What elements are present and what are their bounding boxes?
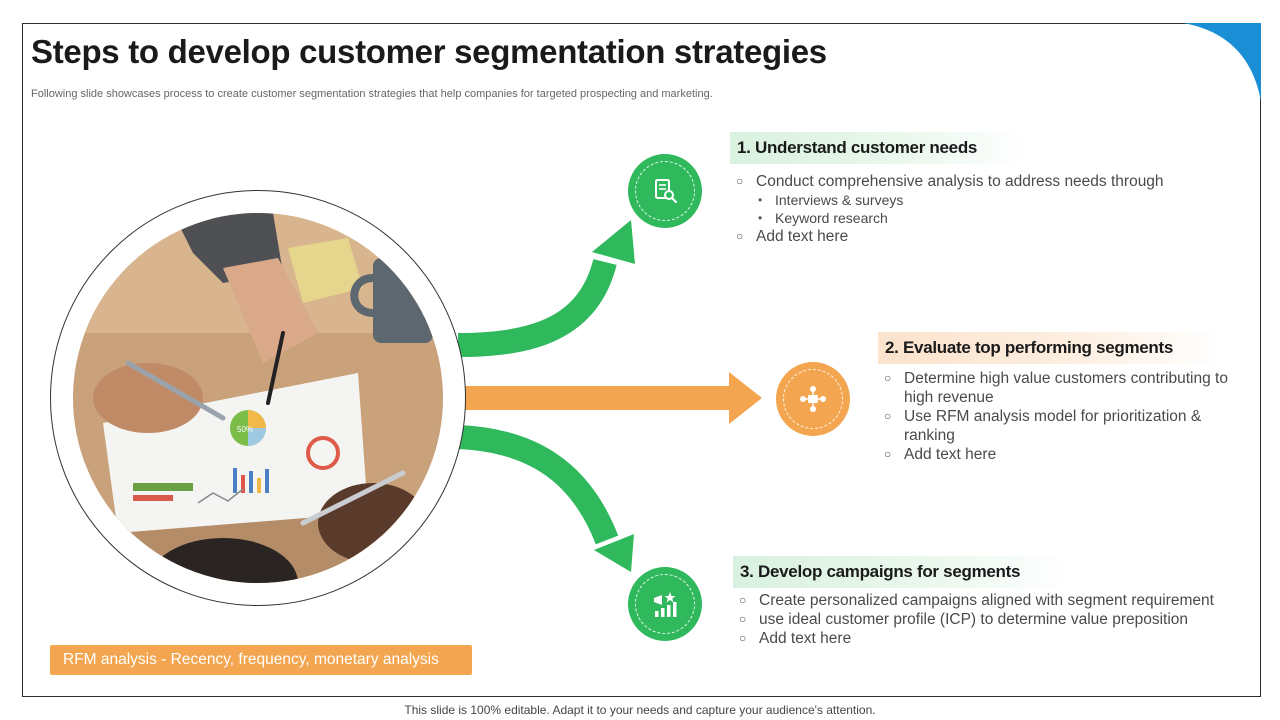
step-1-subbullet-1: Interviews & surveys xyxy=(756,191,1216,209)
step-2-bullet-1: Determine high value customers contribut… xyxy=(884,369,1264,407)
pie-percent-label: 50% xyxy=(237,425,253,434)
step-2-icon-badge xyxy=(776,362,850,436)
step-2-title: 2. Evaluate top performing segments xyxy=(878,332,1223,364)
step-2-bullet-2: Use RFM analysis model for prioritizatio… xyxy=(884,407,1264,445)
team-network-icon xyxy=(798,384,828,414)
step-1-bullet-2: Add text here xyxy=(736,227,1216,246)
step-3-bullets: Create personalized campaigns aligned wi… xyxy=(739,591,1259,648)
step-3-bullet-3: Add text here xyxy=(739,629,1259,648)
footer-note: This slide is 100% editable. Adapt it to… xyxy=(0,703,1280,717)
step-1-subbullets: Interviews & surveys Keyword research xyxy=(756,191,1216,227)
arrow-head-step-1 xyxy=(592,220,635,264)
arrow-to-step-1 xyxy=(458,262,605,345)
step-3-icon-badge xyxy=(628,567,702,641)
rfm-banner: RFM analysis - Recency, frequency, monet… xyxy=(50,645,472,675)
step-1-icon-badge xyxy=(628,154,702,228)
meeting-photo: 50% xyxy=(73,213,443,583)
campaign-growth-icon xyxy=(650,589,680,619)
arrow-to-step-3 xyxy=(458,437,607,540)
step-2-bullets: Determine high value customers contribut… xyxy=(884,369,1264,464)
step-3-title: 3. Develop campaigns for segments xyxy=(733,556,1070,588)
step-3-bullet-1: Create personalized campaigns aligned wi… xyxy=(739,591,1259,610)
step-1-bullets: Conduct comprehensive analysis to addres… xyxy=(736,172,1216,246)
step-2-bullet-3: Add text here xyxy=(884,445,1264,464)
step-1-bullet-1: Conduct comprehensive analysis to addres… xyxy=(736,172,1216,227)
document-search-icon xyxy=(651,177,679,205)
arrow-to-step-2 xyxy=(462,386,732,410)
step-3-bullet-2: use ideal customer profile (ICP) to dete… xyxy=(739,610,1259,629)
step-1-subbullet-2: Keyword research xyxy=(756,209,1216,227)
arrow-head-step-2 xyxy=(729,372,762,424)
step-1-title: 1. Understand customer needs xyxy=(730,132,1027,164)
